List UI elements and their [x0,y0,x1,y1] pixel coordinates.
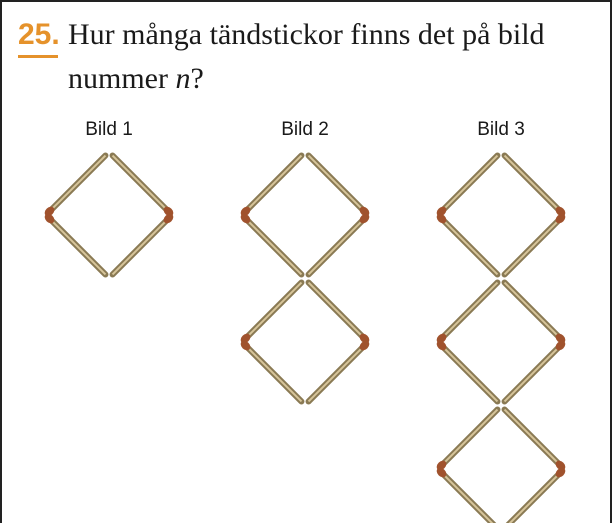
figure-3-diamond-1-match-top-left [435,156,498,219]
figure-3-diamond-3-match-top-right [505,410,568,473]
figure-3-diamond-2-match-bottom-right [505,339,568,402]
figure-2-diamond-2-match-top-left [239,283,302,346]
figure-3-diamond-2-match-top-left [435,283,498,346]
figure-1-diamond-1-match-top-left [43,156,106,219]
figure-2-diamond-2-match-bottom-left [239,339,302,402]
figure-3-diamond-2-match-bottom-left [435,339,498,402]
figure-1-diamond-1-match-top-right [113,156,176,219]
figure-2-diamond-1-match-top-right [309,156,372,219]
figure-2-diamond-1-match-top-left [239,156,302,219]
figure-1-diamond-1-match-bottom-right [113,212,176,275]
figure-3-diamond-3-match-bottom-left [435,466,498,523]
figure-3-diamond-3-match-top-left [435,410,498,473]
figure-1-diamond-1-match-bottom-left [43,212,106,275]
figure-3-diamond-3-match-bottom-right [505,466,568,523]
figure-2-diamond-2-match-bottom-right [309,339,372,402]
figure-3-diamond-1-match-bottom-right [505,212,568,275]
figure-2-diamond-2-match-top-right [309,283,372,346]
figure-3-diamond-1-match-top-right [505,156,568,219]
figure-2-diamond-1-match-bottom-left [239,212,302,275]
figure-3-diamond-2-match-top-right [505,283,568,346]
figure-2-diamond-1-match-bottom-right [309,212,372,275]
figure-3-diamond-1-match-bottom-left [435,212,498,275]
